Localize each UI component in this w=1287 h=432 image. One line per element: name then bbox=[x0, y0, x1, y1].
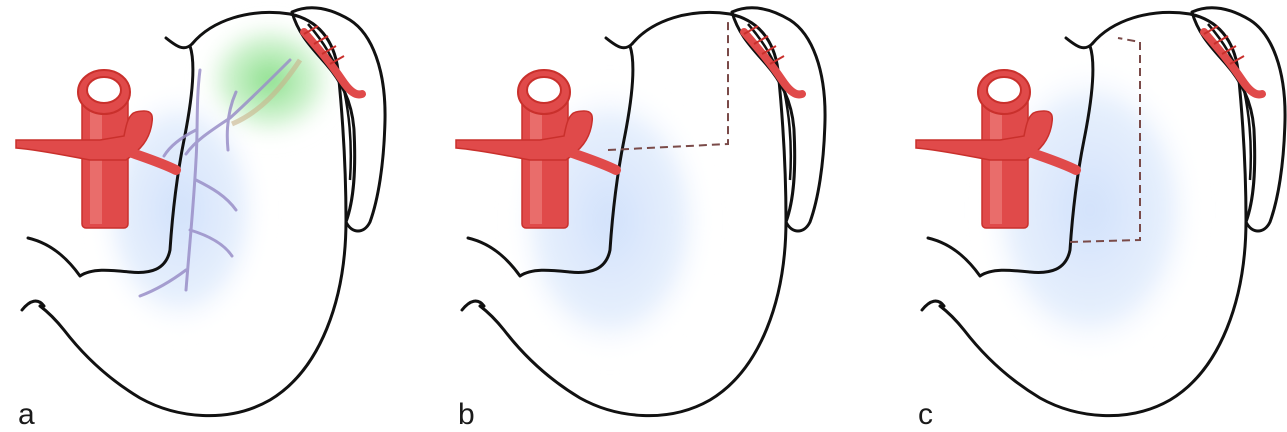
panel-b: b bbox=[456, 8, 825, 431]
panel-label-a: a bbox=[18, 398, 35, 431]
panel-label-b: b bbox=[458, 398, 475, 431]
panel-a: a bbox=[16, 8, 385, 431]
panel-c: c bbox=[916, 8, 1285, 431]
panel-label-c: c bbox=[918, 398, 933, 431]
